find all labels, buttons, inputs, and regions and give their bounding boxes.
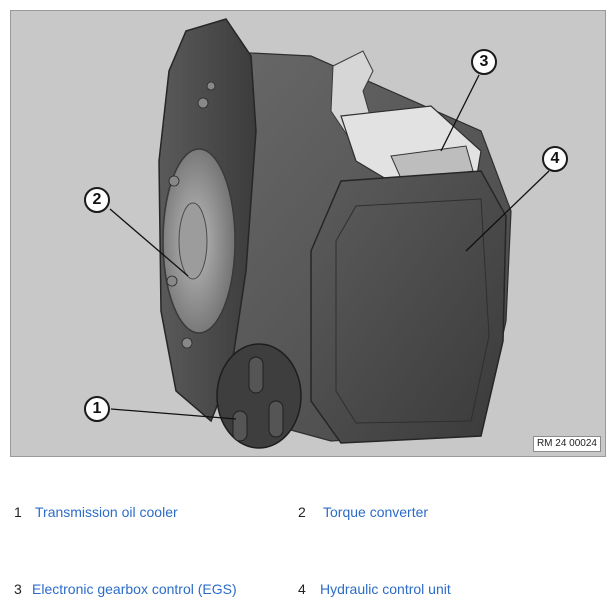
callout-4: 4 — [542, 146, 568, 172]
legend-label[interactable]: Electronic gearbox control (EGS) — [32, 581, 237, 597]
legend-number: 1 — [14, 504, 22, 520]
flange-bolts — [166, 81, 216, 349]
callout-leaders — [109, 74, 550, 420]
legend-number: 4 — [298, 581, 306, 597]
legend-label[interactable]: Torque converter — [323, 504, 429, 520]
legend-item: 3 Electronic gearbox control (EGS) — [14, 580, 237, 598]
transmission-drawing — [109, 18, 550, 449]
legend-number: 3 — [14, 581, 22, 597]
torque-converter-hub — [178, 202, 208, 280]
legend-item: 1 Transmission oil cooler — [14, 503, 178, 521]
oil-cooler-pipe-1 — [248, 356, 264, 394]
legend-label[interactable]: Hydraulic control unit — [320, 581, 451, 597]
oil-sump — [310, 170, 507, 444]
legend-label[interactable]: Transmission oil cooler — [35, 504, 178, 520]
legend-item: 2 Torque converter — [298, 503, 428, 521]
figure-reference-code: RM 24 00024 — [532, 436, 601, 452]
legend-number: 2 — [298, 504, 306, 520]
legend-item: 4 Hydraulic control unit — [298, 580, 451, 598]
transmission-illustration: 1 2 3 4 RM 24 00024 — [10, 10, 606, 457]
oil-cooler-pipe-2 — [268, 400, 284, 438]
oil-cooler-pipe-3 — [232, 410, 248, 442]
callout-3: 3 — [471, 49, 497, 75]
callout-2: 2 — [84, 187, 110, 213]
sump-rib — [335, 198, 490, 424]
callout-1: 1 — [84, 396, 110, 422]
